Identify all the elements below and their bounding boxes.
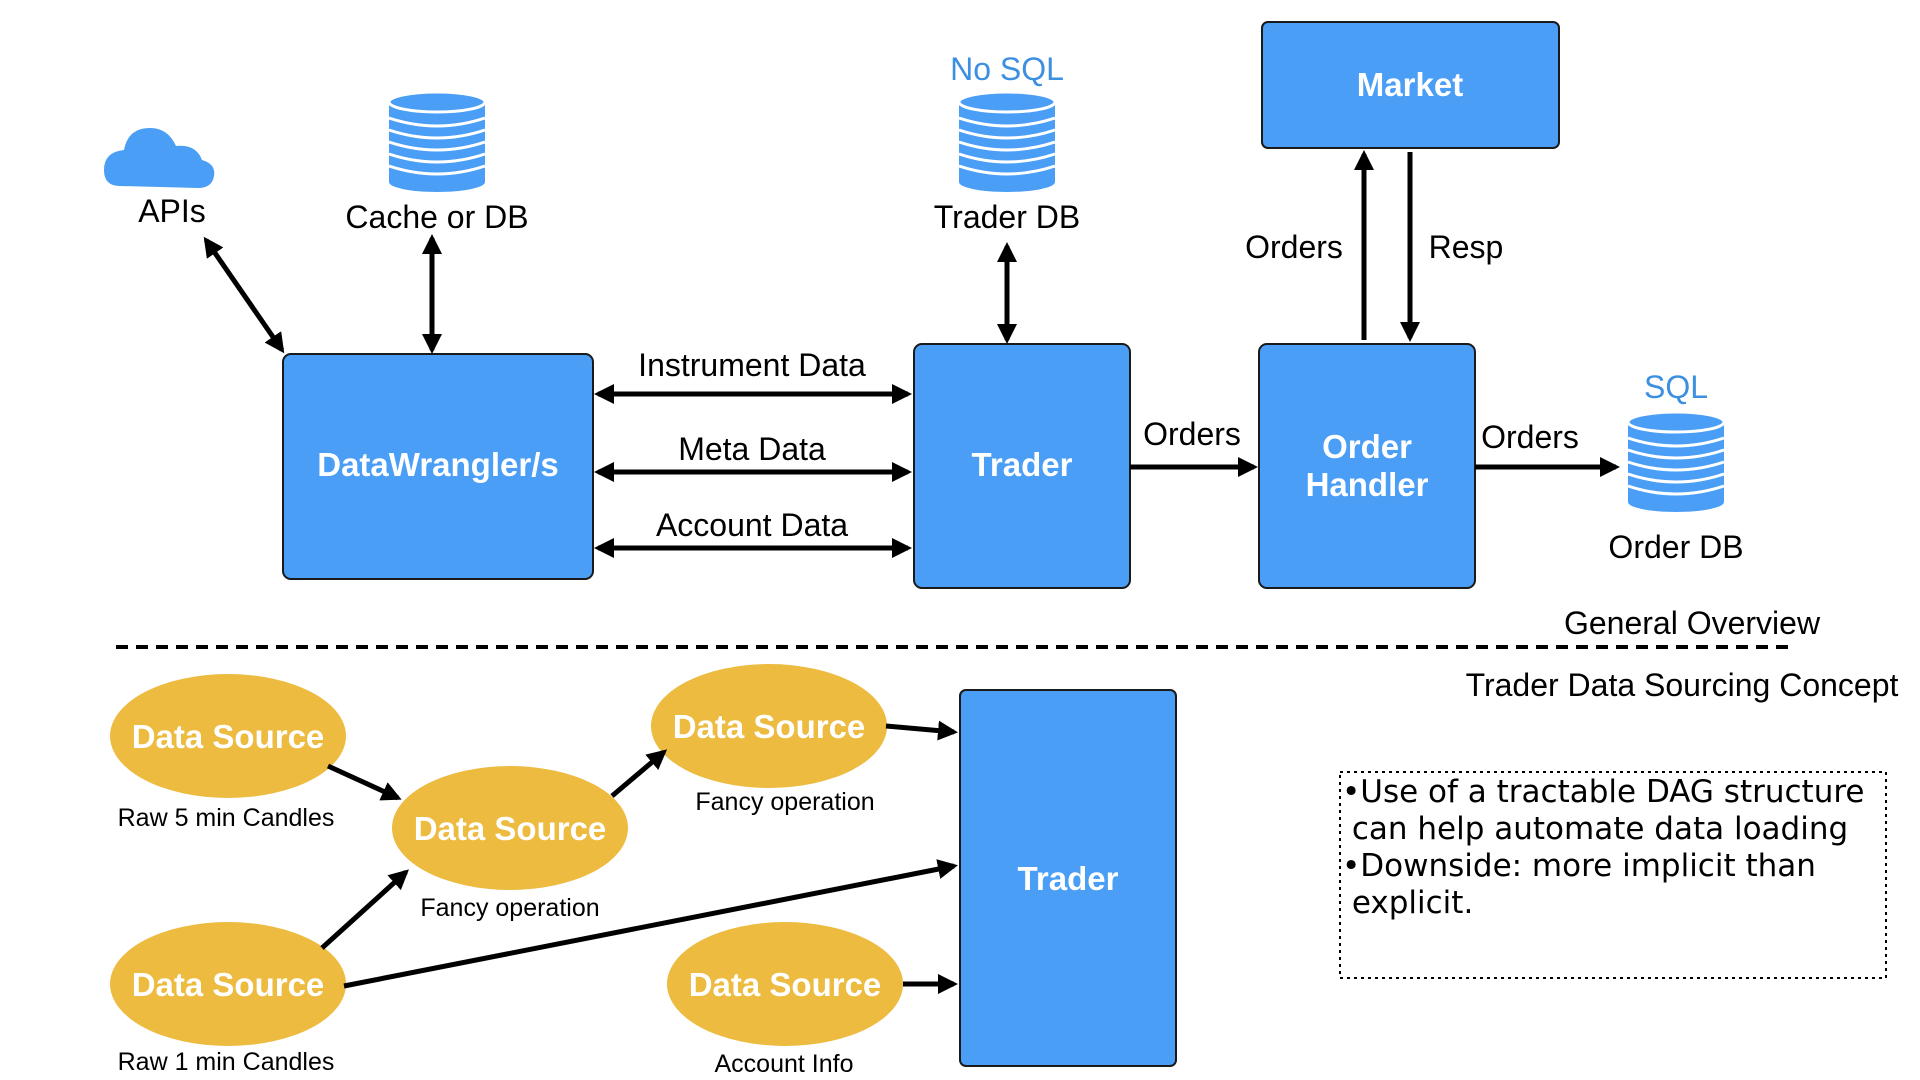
- cache-db-label: Cache or DB: [345, 199, 528, 235]
- general-overview-title: General Overview: [1564, 605, 1821, 641]
- note-line: •Downside: more implicit than: [1342, 848, 1816, 884]
- meta-data-label: Meta Data: [678, 431, 826, 467]
- orders-to-db-label: Orders: [1481, 419, 1579, 455]
- datawrangler-node[interactable]: DataWrangler/s: [282, 353, 594, 580]
- data-source-caption: Raw 5 min Candles: [118, 804, 335, 832]
- market-label: Market: [1357, 66, 1463, 103]
- apis-label: APIs: [138, 193, 206, 229]
- raw1-to-trader-arrow: [343, 859, 958, 989]
- market-node[interactable]: Market: [1261, 21, 1560, 149]
- data-source-caption: Fancy operation: [420, 894, 599, 922]
- datawrangler-label: DataWrangler/s: [317, 446, 558, 483]
- fancy-to-trader-arrow: [885, 720, 958, 741]
- data-source-label: Data Source: [689, 966, 882, 1003]
- data-source-label: Data Source: [673, 708, 866, 745]
- data-sourcing-title: Trader Data Sourcing Concept: [1466, 667, 1899, 703]
- trader-node-bottom[interactable]: Trader: [959, 689, 1177, 1067]
- order-db-icon: [1626, 410, 1726, 514]
- order-handler-label-line2: Handler: [1306, 466, 1429, 503]
- raw1-to-fancy-arrow: [320, 869, 409, 950]
- raw5-to-fancy-arrow: [326, 763, 402, 801]
- orders-to-handler-label: Orders: [1143, 416, 1241, 452]
- resp-label: Resp: [1429, 229, 1504, 265]
- orders-up-label: Orders: [1245, 229, 1343, 265]
- data-source-caption: Account Info: [715, 1050, 854, 1078]
- notes-box: •Use of a tractable DAG structure can he…: [1339, 771, 1887, 979]
- note-line: explicit.: [1342, 885, 1473, 921]
- apis-datawrangler-arrow: [203, 236, 285, 354]
- note-line: can help automate data loading: [1342, 811, 1848, 847]
- data-source-label: Data Source: [132, 718, 325, 755]
- data-source-caption: Raw 1 min Candles: [118, 1048, 335, 1076]
- apis-cloud-icon: [104, 128, 215, 188]
- data-source-raw-5min[interactable]: Data Source: [110, 674, 346, 798]
- data-source-label: Data Source: [132, 966, 325, 1003]
- trader-db-tag: No SQL: [950, 51, 1064, 87]
- data-source-fancy-middle[interactable]: Data Source: [392, 766, 628, 890]
- data-source-label: Data Source: [414, 810, 607, 847]
- cache-db-icon: [387, 90, 487, 194]
- data-source-raw-1min[interactable]: Data Source: [110, 922, 346, 1046]
- note-line: •Use of a tractable DAG structure: [1342, 774, 1865, 810]
- fancy-to-fancy-arrow: [610, 749, 668, 798]
- data-source-caption: Fancy operation: [695, 788, 874, 816]
- data-source-fancy-top[interactable]: Data Source: [651, 664, 887, 788]
- order-handler-node[interactable]: Order Handler: [1258, 343, 1476, 589]
- trader-db-label: Trader DB: [934, 199, 1080, 235]
- trader-db-icon: [957, 90, 1057, 194]
- trader-label-top: Trader: [972, 446, 1073, 483]
- order-handler-label-line1: Order: [1322, 428, 1412, 465]
- order-db-label: Order DB: [1608, 529, 1743, 565]
- trader-label-bottom: Trader: [1018, 860, 1119, 897]
- instrument-data-label: Instrument Data: [638, 347, 866, 383]
- trader-node-top[interactable]: Trader: [913, 343, 1131, 589]
- order-db-tag: SQL: [1644, 369, 1708, 405]
- data-source-account-info[interactable]: Data Source: [667, 922, 903, 1046]
- account-data-label: Account Data: [656, 507, 848, 543]
